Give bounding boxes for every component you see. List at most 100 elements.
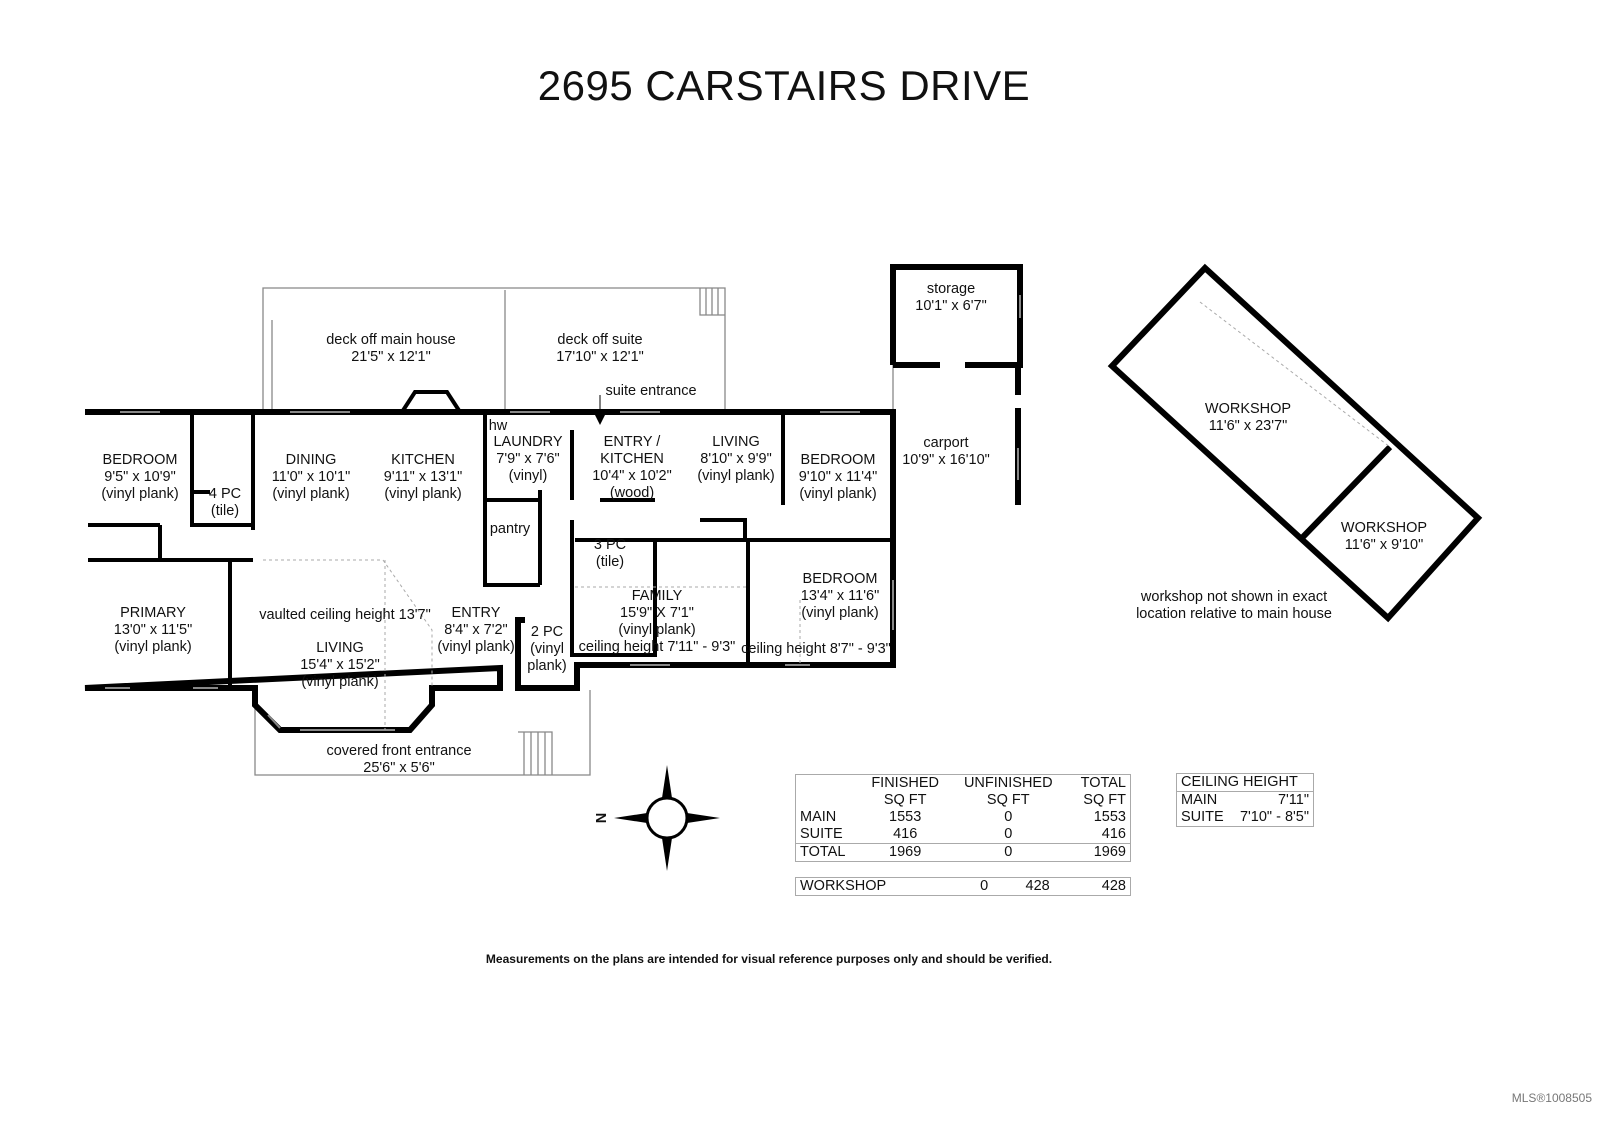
header-cell <box>796 775 860 792</box>
room-label: 3 PC(tile) <box>594 537 626 570</box>
cell: 1553 <box>1093 809 1126 825</box>
windows <box>105 295 1021 731</box>
room-label-line: PRIMARY <box>120 605 186 621</box>
compass-north-label: N <box>592 813 608 823</box>
room-label-line: 10'1" x 6'7" <box>915 298 986 314</box>
room-label-line: hw <box>489 418 508 434</box>
room-label-line: (vinyl plank) <box>437 639 514 655</box>
room-label-line: BEDROOM <box>103 452 178 468</box>
workshop-area-table: WORKSHOP 0 428 428 <box>795 877 1131 896</box>
compass-icon: N <box>592 765 720 871</box>
cell: 416 <box>893 826 918 842</box>
header-cell: SQ FT <box>1083 792 1126 808</box>
room-label-line: 11'6" x 9'10" <box>1345 537 1423 553</box>
room-label-line: ENTRY / <box>604 434 662 450</box>
room-label: pantry <box>490 521 531 537</box>
workshop-row: WORKSHOP 0 428 428 <box>796 878 1130 895</box>
room-label-line: 9'5" x 10'9" <box>104 469 175 485</box>
header-cell: SQ FT <box>883 792 927 808</box>
room-label-line: deck off main house <box>326 332 456 348</box>
table-row: SUITE 7'10" - 8'5" <box>1177 809 1313 826</box>
cell: 0 <box>1004 826 1013 842</box>
room-label-line: 13'0" x 11'5" <box>114 622 192 638</box>
room-label-line: pantry <box>490 521 531 537</box>
room-label-line: 11'0" x 10'1" <box>272 469 350 485</box>
page-title: 2695 CARSTAIRS DRIVE <box>537 62 1031 109</box>
room-label-line: FAMILY <box>632 588 683 604</box>
room-label-line: 15'4" x 15'2" <box>300 657 380 673</box>
room-label-line: 4 PC <box>209 486 241 502</box>
room-label-line: KITCHEN <box>391 452 455 468</box>
room-label-line: 9'10" x 11'4" <box>799 469 877 485</box>
room-label-line: (vinyl plank) <box>799 486 876 502</box>
room-label-line: storage <box>927 281 975 297</box>
room-label-line: BEDROOM <box>801 452 876 468</box>
cell: MAIN <box>1181 792 1218 808</box>
room-label-line: ENTRY <box>452 605 501 621</box>
room-label-line: (vinyl plank) <box>101 486 178 502</box>
cell: MAIN <box>800 809 837 825</box>
room-label-line: (vinyl) <box>509 468 548 484</box>
dashed-lines <box>263 301 1391 730</box>
room-label-line: (wood) <box>610 485 654 501</box>
decks <box>254 287 894 776</box>
room-label-line: (vinyl plank) <box>697 468 774 484</box>
room-label-line: 10'9" x 16'10" <box>902 452 990 468</box>
disclaimer: Measurements on the plans are intended f… <box>485 952 1053 966</box>
room-label-line: 9'11" x 13'1" <box>384 469 462 485</box>
header-cell: SQ FT <box>986 792 1030 808</box>
room-label-line: (vinyl plank) <box>301 674 378 690</box>
room-label: ceiling height 8'7" - 9'3" <box>741 641 891 657</box>
room-label-line: carport <box>923 435 968 451</box>
ceiling-title-row: CEILING HEIGHT <box>1177 774 1313 792</box>
cell: WORKSHOP <box>800 878 887 894</box>
room-label-line: LIVING <box>316 640 364 656</box>
room-label-line: (vinyl <box>530 641 564 657</box>
room-label-line: (vinyl plank) <box>618 622 695 638</box>
room-label-line: 3 PC <box>594 537 626 553</box>
room-label: vaulted ceiling height 13'7" <box>259 607 431 623</box>
cell: SUITE <box>1181 809 1224 825</box>
room-label-line: 8'10" x 9'9" <box>700 451 771 467</box>
cell: SUITE <box>800 826 843 842</box>
room-label-line: (vinyl plank) <box>114 639 191 655</box>
cell: 0 <box>950 843 1067 861</box>
room-label-line: 15'9" X 7'1" <box>620 605 694 621</box>
cell: 0 <box>980 878 989 894</box>
room-label-line: (vinyl plank) <box>272 486 349 502</box>
header-cell <box>796 792 860 809</box>
cell: 1969 <box>859 843 951 861</box>
ceiling-title: CEILING HEIGHT <box>1177 774 1313 792</box>
table-row: SUITE 416 0 416 <box>796 826 1130 844</box>
cell: 7'10" - 8'5" <box>1239 809 1309 825</box>
total-row: TOTAL 1969 0 1969 <box>796 843 1130 861</box>
suite-entrance-arrow-icon <box>595 395 605 425</box>
cell: 7'11" <box>1277 792 1309 808</box>
room-label-line: BEDROOM <box>803 571 878 587</box>
cell: 428 <box>1025 878 1050 894</box>
room-label-line: 11'6" x 23'7" <box>1209 418 1287 434</box>
room-label-line: 25'6" x 5'6" <box>363 760 434 776</box>
room-label-line: (vinyl plank) <box>384 486 461 502</box>
room-label-line: WORKSHOP <box>1341 520 1427 536</box>
room-label-line: 2 PC <box>531 624 563 640</box>
area-table: FINISHED UNFINISHED TOTAL SQ FT SQ FT SQ… <box>795 774 1131 862</box>
cell: 1553 <box>889 809 922 825</box>
room-label-line: (tile) <box>211 503 239 519</box>
